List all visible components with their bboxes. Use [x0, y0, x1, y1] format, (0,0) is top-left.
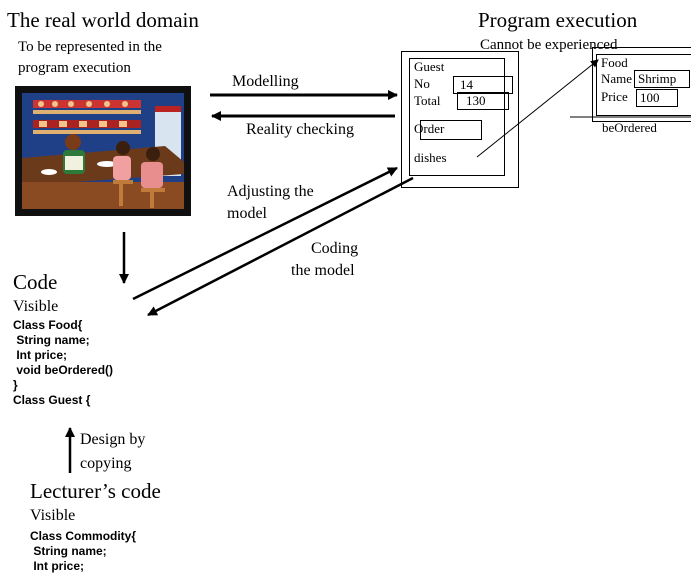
- real-world-title: The real world domain: [7, 8, 199, 32]
- guest-total-label: Total: [414, 93, 441, 108]
- guest-no-value: 14: [460, 77, 473, 92]
- code-line-2: String name;: [13, 333, 90, 347]
- adjusting-label-line2: model: [227, 205, 267, 222]
- food-price-value-box: 100: [636, 89, 678, 107]
- code-line-4: void beOrdered(): [13, 363, 114, 377]
- lecturer-code-title: Lecturer’s code: [30, 479, 161, 503]
- guest-order-label: Order: [414, 121, 445, 136]
- restaurant-picture: [15, 86, 191, 216]
- food-title: Food: [601, 55, 628, 70]
- food-price-label: Price: [601, 89, 628, 104]
- lecturer-code-line-1: Class Commodity{: [30, 529, 137, 543]
- reality-checking-label: Reality checking: [246, 121, 354, 138]
- lecturer-code-line-3: Int price;: [30, 559, 85, 573]
- code-visibility: Visible: [13, 298, 59, 315]
- guest-dishes-label: dishes: [414, 150, 447, 165]
- guest-title: Guest: [414, 59, 445, 74]
- food-name-value-box: Shrimp: [634, 70, 690, 88]
- guest-order-box: [420, 120, 482, 140]
- program-execution-title: Program execution: [478, 8, 638, 32]
- coding-label-line2: the model: [291, 262, 355, 279]
- food-method-label: beOrdered: [602, 120, 657, 135]
- guest-no-label: No: [414, 76, 430, 91]
- adjusting-label-line1: Adjusting the: [227, 183, 314, 200]
- program-execution-subtitle: Cannot be experienced: [480, 37, 618, 53]
- food-object-box: Food Name Price: [596, 54, 691, 116]
- food-price-value: 100: [640, 90, 660, 105]
- code-line-3: Int price;: [13, 348, 68, 362]
- lecturer-code-visibility: Visible: [30, 507, 76, 524]
- code-line-1: Class Food{: [13, 318, 83, 332]
- food-name-value: Shrimp: [638, 71, 677, 86]
- modelling-label: Modelling: [232, 73, 299, 90]
- real-world-subtitle-line2: program execution: [18, 60, 131, 76]
- real-world-subtitle-line1: To be represented in the: [18, 39, 162, 55]
- code-line-5: }: [13, 378, 18, 392]
- guest-object-box: Guest No Total Order dishes: [409, 58, 505, 176]
- code-title: Code: [13, 270, 58, 294]
- design-label-line2: copying: [80, 455, 132, 472]
- guest-total-value: 130: [466, 93, 486, 108]
- code-line-6: Class Guest {: [13, 393, 91, 407]
- coding-label-line1: Coding: [311, 240, 359, 257]
- guest-total-value-box: 130: [457, 92, 509, 110]
- lecturer-code-line-2: String name;: [30, 544, 107, 558]
- food-name-label: Name: [601, 71, 633, 86]
- design-label-line1: Design by: [80, 431, 146, 448]
